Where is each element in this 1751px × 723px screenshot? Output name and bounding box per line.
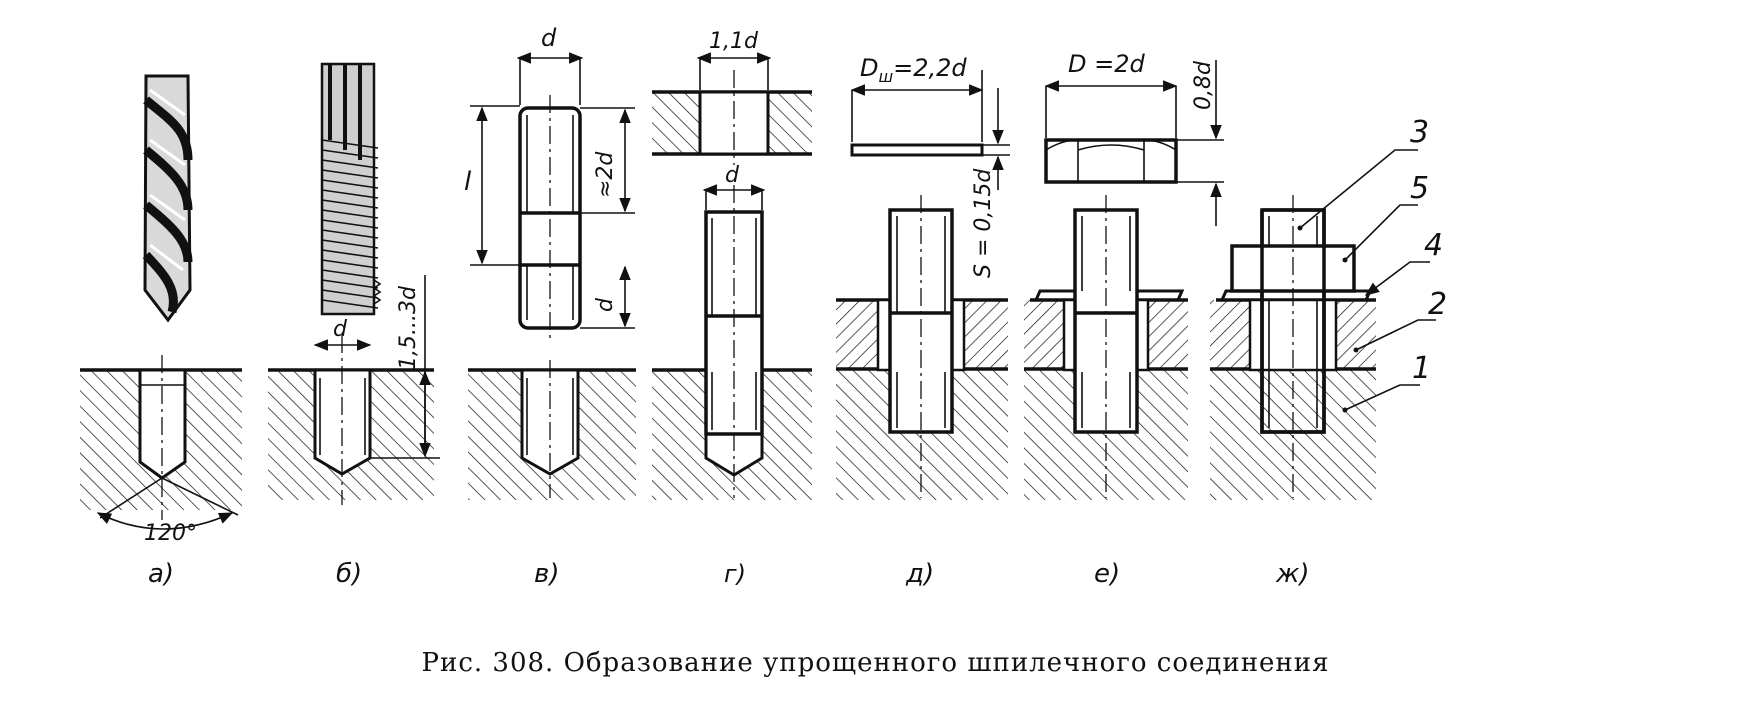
panel-e: D =2d 0,8d е) bbox=[1024, 50, 1224, 589]
g-hole-label: 1,1d bbox=[709, 29, 759, 54]
thread-depth-label: 1,5...3d bbox=[396, 285, 421, 370]
panel-d: Dш=2,2d S = 0,15d д) bbox=[836, 54, 1010, 589]
panel-label-zh: ж) bbox=[1275, 559, 1310, 589]
panel-g: 1,1d d г) bbox=[652, 29, 812, 588]
v-d-top-label: d bbox=[541, 24, 557, 52]
washer-S-label: S = 0,15d bbox=[971, 168, 996, 278]
panel-label-v: в) bbox=[534, 559, 559, 589]
v-2d-label: ≈2d bbox=[593, 151, 618, 198]
washer-d bbox=[850, 143, 984, 157]
nut-e bbox=[1044, 138, 1178, 184]
stud-v bbox=[518, 95, 582, 340]
panel-label-d: д) bbox=[905, 559, 934, 589]
v-d-bottom-label: d bbox=[593, 297, 618, 312]
part-number-3: 3 bbox=[1410, 115, 1429, 150]
washer-D-label: Dш=2,2d bbox=[860, 54, 967, 86]
drill-bit bbox=[142, 74, 193, 323]
b-d-label: d bbox=[333, 317, 348, 342]
panel-v: d l ≈2d d в) bbox=[464, 24, 636, 589]
nut-h-label: 0,8d bbox=[1191, 60, 1216, 110]
part-number-2: 2 bbox=[1428, 287, 1447, 322]
angle-label: 120° bbox=[144, 521, 197, 546]
panel-a: 120° а) bbox=[80, 74, 242, 589]
panel-label-g: г) bbox=[724, 560, 746, 588]
v-l-label: l bbox=[464, 167, 472, 197]
figure-caption: Рис. 308. Образование упрощенного шпилеч… bbox=[421, 648, 1330, 678]
panel-zh: 3 5 4 2 1 ж) bbox=[1210, 115, 1447, 589]
panel-label-e: е) bbox=[1094, 559, 1120, 589]
part-number-4: 4 bbox=[1424, 228, 1443, 263]
part-number-1: 1 bbox=[1412, 351, 1431, 386]
part-number-5: 5 bbox=[1410, 171, 1429, 206]
panel-label-a: а) bbox=[148, 559, 174, 589]
tap-tool bbox=[320, 62, 382, 316]
nut-D-label: D =2d bbox=[1068, 50, 1145, 78]
panel-b: d 1,5...3d б) bbox=[268, 62, 440, 589]
panel-label-b: б) bbox=[336, 559, 362, 589]
g-d-label: d bbox=[725, 163, 740, 188]
